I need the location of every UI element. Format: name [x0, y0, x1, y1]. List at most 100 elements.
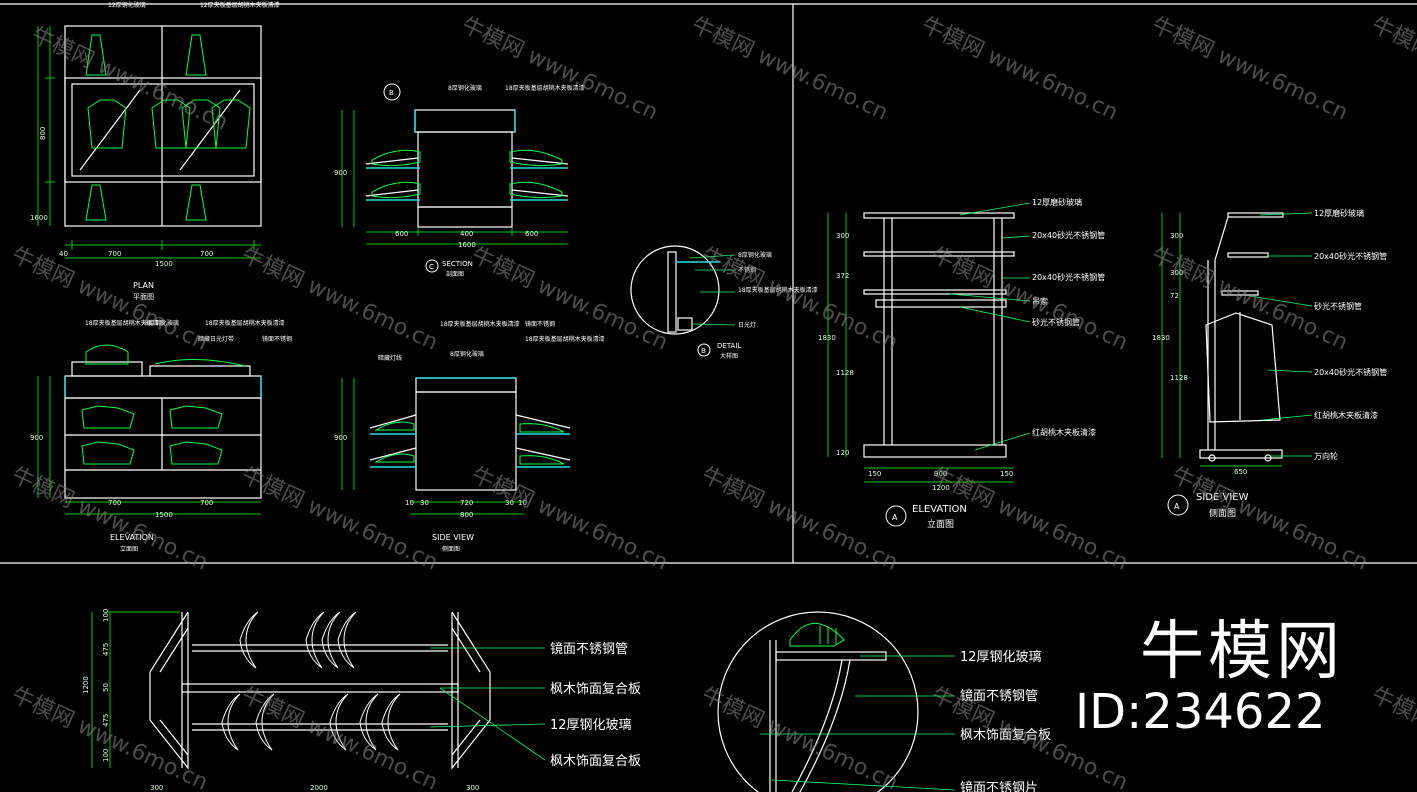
svg-text:侧面图: 侧面图: [442, 545, 460, 553]
svg-text:372: 372: [836, 272, 849, 280]
svg-text:日光灯: 日光灯: [738, 321, 756, 329]
svg-text:镜面不锈钢: 镜面不锈钢: [525, 320, 555, 328]
brand-id-text: ID:234622: [1075, 684, 1326, 740]
svg-text:600: 600: [395, 230, 408, 238]
detail-view: 8厚钢化玻璃 不锈钢 18厚夹板基层胡桃木夹板清漆 日光灯 B DETAIL 大…: [630, 245, 818, 360]
svg-text:不锈钢: 不锈钢: [738, 266, 756, 274]
svg-text:镜面不锈钢管: 镜面不锈钢管: [960, 689, 1038, 704]
detail-title: DETAIL: [717, 342, 741, 350]
svg-text:12厚磨砂玻璃: 12厚磨砂玻璃: [1032, 197, 1082, 207]
svg-text:枫木饰面复合板: 枫木饰面复合板: [550, 682, 641, 697]
svg-text:侧面图: 侧面图: [1209, 507, 1236, 519]
svg-text:8厚钢化玻璃: 8厚钢化玻璃: [145, 319, 179, 327]
svg-text:18厚夹板基层胡桃木夹板清漆: 18厚夹板基层胡桃木夹板清漆: [440, 320, 520, 328]
svg-text:1600: 1600: [458, 241, 476, 249]
svg-text:120: 120: [836, 449, 849, 457]
svg-text:立面图: 立面图: [120, 545, 138, 553]
svg-text:8厚钢化玻璃: 8厚钢化玻璃: [448, 84, 482, 92]
svg-text:650: 650: [1234, 468, 1247, 476]
svg-text:300: 300: [836, 232, 849, 240]
svg-text:900: 900: [334, 169, 347, 177]
svg-text:18厚夹板基层胡桃木夹板清漆: 18厚夹板基层胡桃木夹板清漆: [85, 319, 165, 327]
svg-text:30: 30: [505, 499, 514, 507]
svg-text:1500: 1500: [155, 511, 173, 519]
sheet-frame: [0, 3, 1417, 564]
svg-text:800: 800: [460, 511, 473, 519]
section-title: SECTION: [442, 260, 473, 268]
svg-text:A: A: [1174, 502, 1180, 511]
elevation-right-title: ELEVATION: [912, 504, 967, 515]
svg-text:72: 72: [1170, 292, 1179, 300]
svg-text:40: 40: [59, 250, 68, 258]
svg-text:18厚夹板基层胡桃木夹板清漆: 18厚夹板基层胡桃木夹板清漆: [525, 335, 605, 343]
svg-text:1500: 1500: [155, 260, 173, 268]
svg-text:300: 300: [466, 784, 479, 792]
svg-text:1830: 1830: [818, 334, 836, 342]
svg-text:700: 700: [108, 250, 121, 258]
svg-text:475: 475: [102, 643, 110, 656]
svg-text:900: 900: [30, 434, 43, 442]
svg-text:475: 475: [102, 714, 110, 727]
side-left-view: 10 30 720 30 10 800 900 18厚夹板基层胡桃木夹板清漆 8…: [334, 320, 605, 553]
svg-text:B: B: [389, 89, 394, 97]
svg-text:12厚钢化玻璃: 12厚钢化玻璃: [550, 718, 632, 733]
svg-text:红胡桃木夹板清漆: 红胡桃木夹板清漆: [1314, 410, 1378, 420]
svg-text:900: 900: [934, 470, 947, 478]
side-right-title: SIDE VIEW: [1196, 492, 1249, 503]
svg-text:1200: 1200: [932, 484, 950, 492]
svg-text:700: 700: [200, 250, 213, 258]
svg-text:400: 400: [460, 230, 473, 238]
svg-text:720: 720: [460, 499, 473, 507]
svg-text:万向轮: 万向轮: [1314, 451, 1338, 461]
svg-text:50: 50: [102, 683, 110, 692]
svg-text:20x40砂光不锈钢管: 20x40砂光不锈钢管: [1032, 230, 1105, 240]
svg-text:12厚夹板基层胡桃木夹板清漆: 12厚夹板基层胡桃木夹板清漆: [200, 1, 280, 9]
svg-text:18厚夹板基层胡桃木夹板清漆: 18厚夹板基层胡桃木夹板清漆: [205, 319, 285, 327]
section-view: 600 400 600 1600 900 8厚钢化玻璃 18厚夹板基层胡桃木夹板…: [334, 83, 585, 278]
svg-text:100: 100: [102, 609, 110, 622]
svg-text:300: 300: [150, 784, 163, 792]
svg-text:B: B: [701, 347, 706, 355]
side-right-view: 300 300 72 1128 1830 650 12厚磨砂玻璃 20x40砂光…: [1152, 208, 1387, 519]
svg-text:100: 100: [102, 749, 110, 762]
svg-text:1600: 1600: [30, 214, 48, 222]
svg-text:枫木饰面复合板: 枫木饰面复合板: [550, 754, 641, 769]
svg-text:立面图: 立面图: [927, 518, 954, 530]
svg-text:吊索: 吊索: [1032, 296, 1048, 306]
svg-text:1128: 1128: [1170, 374, 1188, 382]
svg-text:镜面不锈钢管: 镜面不锈钢管: [550, 642, 628, 657]
svg-text:20x40砂光不锈钢管: 20x40砂光不锈钢管: [1032, 272, 1105, 282]
svg-text:300: 300: [1170, 232, 1183, 240]
bottom-detail-view: 12厚钢化玻璃 镜面不锈钢管 枫木饰面复合板 镜面不锈钢片: [717, 611, 1051, 792]
svg-text:1830: 1830: [1152, 334, 1170, 342]
svg-text:砂光不锈钢管: 砂光不锈钢管: [1032, 317, 1080, 327]
svg-text:2000: 2000: [310, 784, 328, 792]
svg-text:C: C: [429, 263, 434, 271]
svg-text:10: 10: [405, 499, 414, 507]
svg-text:150: 150: [1000, 470, 1013, 478]
svg-text:8厚钢化玻璃: 8厚钢化玻璃: [738, 251, 772, 259]
svg-text:150: 150: [868, 470, 881, 478]
svg-text:红胡桃木夹板清漆: 红胡桃木夹板清漆: [1032, 427, 1096, 437]
svg-text:枫木饰面复合板: 枫木饰面复合板: [960, 728, 1051, 743]
svg-text:900: 900: [334, 434, 347, 442]
svg-text:A: A: [892, 513, 898, 522]
svg-text:700: 700: [200, 499, 213, 507]
svg-text:砂光不锈钢管: 砂光不锈钢管: [1314, 301, 1362, 311]
plan-view: 1600 800 40 700 700 1500 12厚钢化玻璃 12厚夹板基层…: [30, 1, 280, 301]
side-left-title: SIDE VIEW: [432, 533, 474, 542]
elevation-right-view: 300 372 1128 120 1830 150 900 150 1200 1…: [818, 197, 1105, 530]
plan-title: PLAN: [133, 281, 154, 290]
svg-text:暗藏灯线: 暗藏灯线: [378, 354, 402, 362]
svg-text:镜面不锈钢: 镜面不锈钢: [262, 335, 292, 343]
svg-text:镜面不锈钢片: 镜面不锈钢片: [960, 781, 1038, 792]
svg-text:1128: 1128: [836, 369, 854, 377]
svg-text:600: 600: [525, 230, 538, 238]
svg-text:10: 10: [518, 499, 527, 507]
elevation-left-view: 700 700 1500 900 18厚夹板基层胡桃木夹板清漆 8厚钢化玻璃 1…: [30, 319, 292, 553]
elevation-left-title: ELEVATION: [110, 533, 154, 542]
svg-text:20x40砂光不锈钢管: 20x40砂光不锈钢管: [1314, 251, 1387, 261]
plan-subtitle: 平面图: [133, 293, 154, 301]
svg-text:12厚钢化玻璃: 12厚钢化玻璃: [960, 650, 1042, 665]
svg-text:暗藏日光灯带: 暗藏日光灯带: [198, 335, 234, 343]
